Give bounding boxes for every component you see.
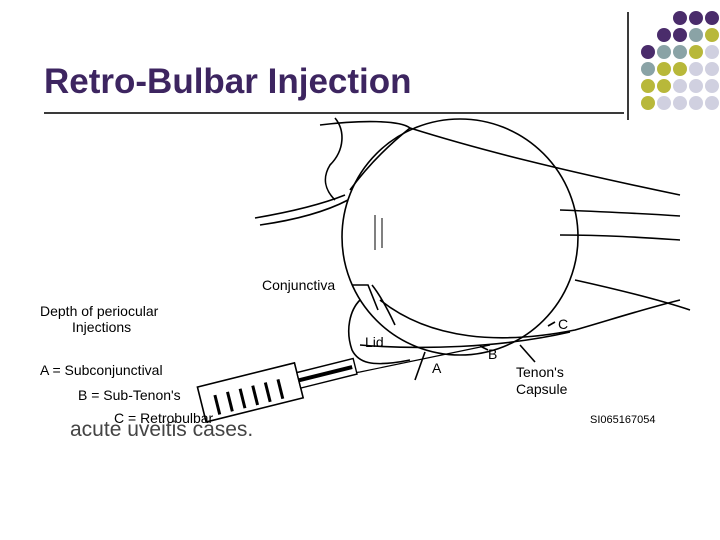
- leader-tenon: [519, 344, 536, 363]
- conjunctiva-pointer: [352, 284, 379, 311]
- decorative-dot-grid: [641, 11, 719, 110]
- orbit-lower: [574, 279, 691, 311]
- decor-dot: [673, 96, 687, 110]
- decor-dot: [705, 45, 719, 59]
- label-tenons: Tenon's: [516, 364, 564, 380]
- slide-title: Retro-Bulbar Injection: [44, 62, 412, 101]
- decor-dot: [657, 45, 671, 59]
- syringe: [196, 357, 358, 423]
- decor-dot: [705, 62, 719, 76]
- label-conjunctiva: Conjunctiva: [262, 277, 336, 293]
- legend-a: A = Subconjunctival: [40, 362, 163, 378]
- brow-outline: [324, 117, 343, 201]
- tenon-capsule-line: [359, 331, 571, 349]
- label-b: B: [488, 346, 498, 362]
- label-capsule: Capsule: [516, 381, 568, 397]
- decor-dot: [705, 79, 719, 93]
- decor-dot: [673, 28, 687, 42]
- decor-dot: [689, 62, 703, 76]
- orbit-upper: [409, 127, 681, 196]
- decor-dot: [673, 45, 687, 59]
- decor-dot: [641, 96, 655, 110]
- globe-outline: [341, 118, 579, 356]
- decor-dot: [689, 28, 703, 42]
- decor-dot: [673, 79, 687, 93]
- image-id-label: SI065167054: [590, 414, 656, 426]
- decor-dot: [705, 28, 719, 42]
- decor-dot: [657, 28, 671, 42]
- decor-dot: [641, 79, 655, 93]
- label-lid: Lid: [365, 334, 384, 350]
- leader-c: [547, 321, 556, 327]
- leader-a: [414, 351, 426, 381]
- decor-dot: [641, 62, 655, 76]
- decor-dot: [705, 11, 719, 25]
- decor-dot: [689, 45, 703, 59]
- decor-dot: [673, 11, 687, 25]
- legend-c: C = Retrobulbar: [114, 410, 214, 426]
- decor-dot: [673, 62, 687, 76]
- title-underline: [44, 112, 624, 114]
- decor-dot: [705, 96, 719, 110]
- vertical-rule: [627, 12, 629, 120]
- decor-dot: [657, 62, 671, 76]
- decor-dot: [689, 96, 703, 110]
- label-depth-line2: Injections: [72, 319, 132, 335]
- legend-b: B = Sub-Tenon's: [78, 387, 181, 403]
- decor-dot: [657, 79, 671, 93]
- label-a: A: [432, 360, 442, 376]
- label-c: C: [558, 316, 569, 332]
- decor-dot: [641, 45, 655, 59]
- upper-lid-outline: [319, 120, 412, 191]
- label-depth-line1: Depth of periocular: [40, 303, 159, 319]
- partial-bullet-text: acute uveitis cases.: [70, 418, 254, 441]
- decor-dot: [657, 96, 671, 110]
- lower-lid-outline: [348, 299, 411, 365]
- decor-dot: [689, 79, 703, 93]
- decor-dot: [689, 11, 703, 25]
